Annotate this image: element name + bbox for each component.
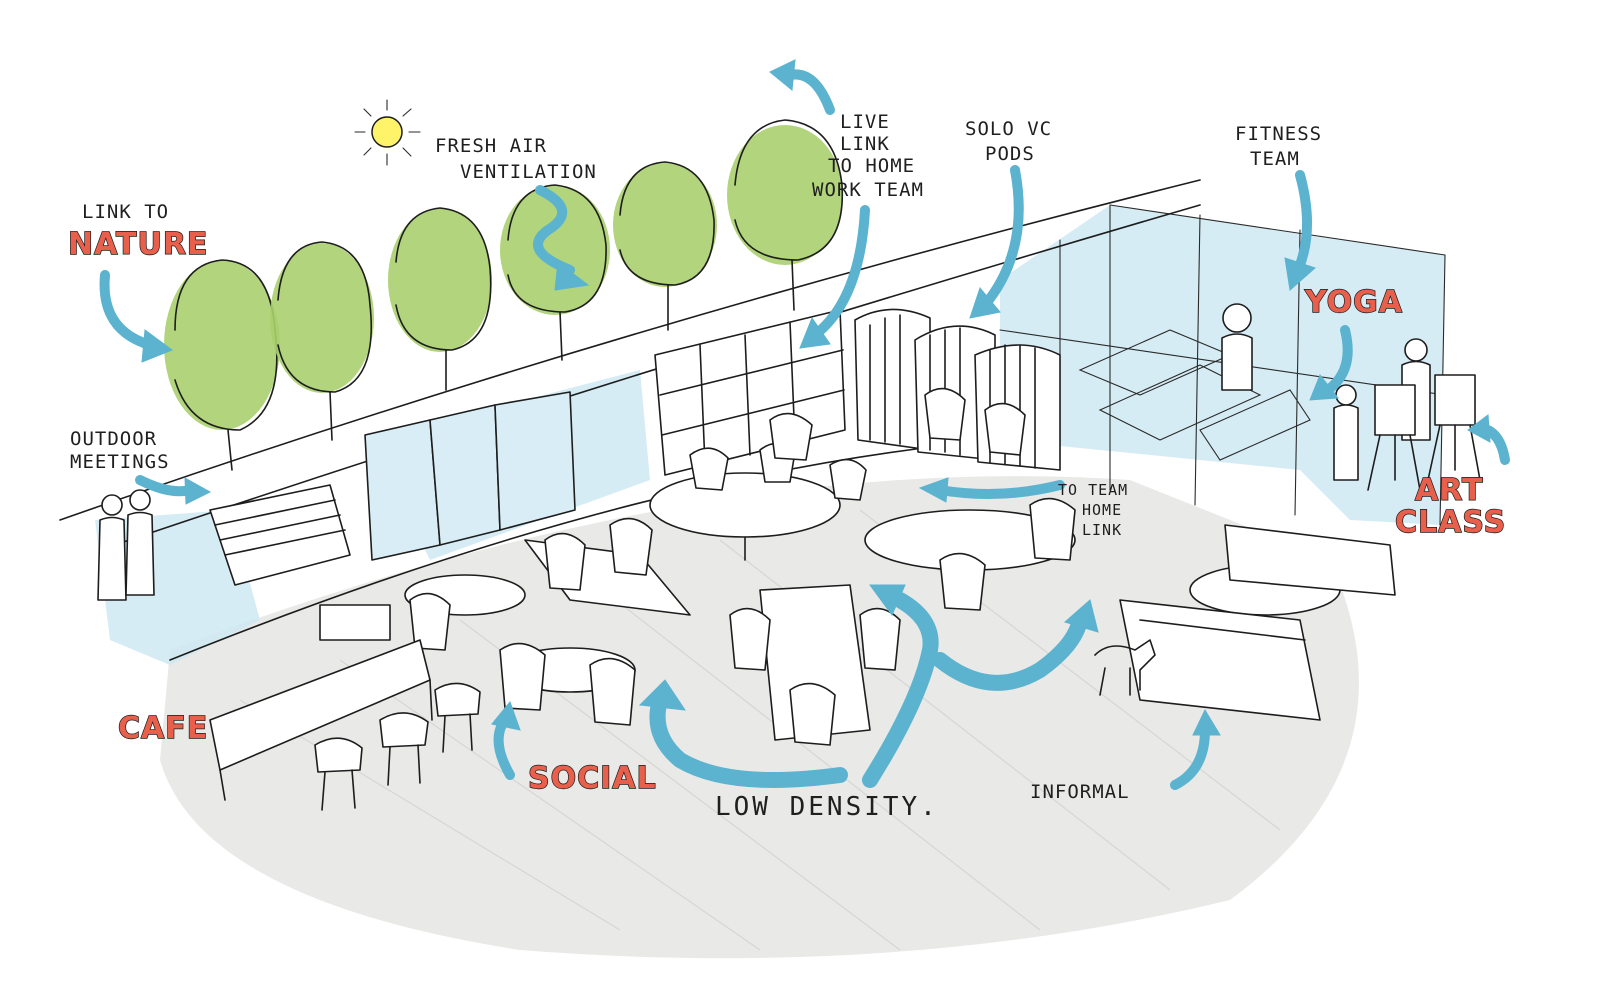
arrow-icon — [99, 270, 174, 363]
easel-icon — [1367, 384, 1421, 491]
sun-icon — [354, 99, 421, 166]
arrow-icon — [769, 59, 835, 115]
building-edge-lines — [59, 179, 1201, 661]
label-meetings: MEETINGS — [70, 451, 170, 473]
arrow-icon — [918, 477, 1065, 503]
person-icon — [1333, 384, 1359, 481]
label-to-team: TO TEAM — [1058, 481, 1128, 499]
arrow-icon — [135, 475, 212, 505]
label-art: ART — [1415, 473, 1483, 508]
tree-icon — [164, 259, 280, 471]
arrow-icon — [1170, 708, 1221, 790]
bar-stool-icon — [434, 682, 481, 753]
label-low-density: LOW DENSITY. — [715, 792, 939, 822]
arrow-icon — [969, 165, 1024, 319]
label-link-to: LINK TO — [82, 201, 169, 223]
label-home-link: LINK — [1082, 521, 1122, 539]
bar-stool-icon — [379, 712, 429, 786]
floor-planks — [239, 509, 1281, 951]
label-cafe: CAFE — [118, 711, 208, 746]
label-informal: INFORMAL — [1030, 781, 1130, 803]
furniture — [209, 387, 1396, 811]
arrow-icon — [533, 185, 590, 291]
labels: LINK TO NATURE FRESH AIR VENTILATION LIV… — [67, 111, 1506, 822]
tree-icon — [270, 241, 374, 441]
bar-stool-icon — [314, 737, 363, 811]
tree-icon — [388, 207, 492, 391]
person-icon — [97, 494, 127, 601]
chair-icon — [589, 657, 636, 726]
dog-icon — [1094, 639, 1156, 696]
person-icon — [1221, 303, 1253, 391]
label-fitness: FITNESS — [1235, 123, 1322, 145]
arrow-icon — [1467, 414, 1510, 465]
label-nature: NATURE — [68, 227, 208, 262]
arrow-icon — [932, 599, 1099, 691]
chair-icon — [729, 607, 771, 671]
label-outdoor: OUTDOOR — [70, 428, 157, 450]
label-fresh-air: FRESH AIR — [435, 135, 547, 157]
arrow-icon — [1284, 170, 1316, 291]
label-yoga: YOGA — [1304, 285, 1403, 320]
tree-icon — [613, 161, 717, 331]
chair-icon — [609, 517, 653, 576]
label-link: LINK — [840, 133, 890, 155]
label-pods: PODS — [985, 143, 1035, 165]
tree-row — [164, 119, 844, 471]
people — [97, 303, 1431, 696]
label-team: TEAM — [1250, 148, 1300, 170]
chair-icon — [789, 682, 836, 746]
label-live: LIVE — [840, 111, 890, 133]
easel-icon — [1427, 374, 1481, 481]
label-work-team: WORK TEAM — [812, 179, 924, 201]
chair-icon — [924, 387, 966, 441]
easel-group — [1367, 374, 1481, 491]
planter-boxes — [209, 391, 576, 586]
chair-icon — [544, 532, 586, 591]
tree-icon — [727, 119, 844, 311]
chair-icon — [984, 402, 1026, 456]
sofa-icon — [1119, 524, 1396, 721]
arrow-icon — [862, 584, 939, 788]
coffee-machine-icon — [319, 604, 391, 641]
chair-icon — [859, 607, 901, 671]
tree-icon — [500, 184, 610, 361]
chair-icon — [689, 447, 729, 491]
label-class: CLASS — [1395, 505, 1506, 540]
person-icon — [125, 489, 155, 596]
arrows — [99, 59, 1510, 790]
label-solo-vc: SOLO VC — [965, 118, 1052, 140]
cafe-counter — [209, 639, 433, 801]
chair-icon — [829, 458, 867, 501]
arrow-icon — [638, 679, 848, 788]
arrow-icon — [1309, 325, 1353, 401]
label-ventilation: VENTILATION — [460, 161, 597, 183]
chair-icon — [409, 592, 451, 651]
table-icon — [759, 584, 871, 741]
label-social: SOCIAL — [528, 761, 657, 796]
label-to-home: TO HOME — [828, 155, 915, 177]
arrow-icon — [799, 205, 870, 349]
arrow-icon — [491, 700, 521, 780]
label-home: HOME — [1082, 501, 1122, 519]
chair-icon — [769, 412, 813, 461]
table-icon — [649, 472, 841, 561]
chair-icon — [1029, 497, 1076, 561]
chair-icon — [939, 552, 986, 611]
chair-icon — [499, 642, 546, 711]
